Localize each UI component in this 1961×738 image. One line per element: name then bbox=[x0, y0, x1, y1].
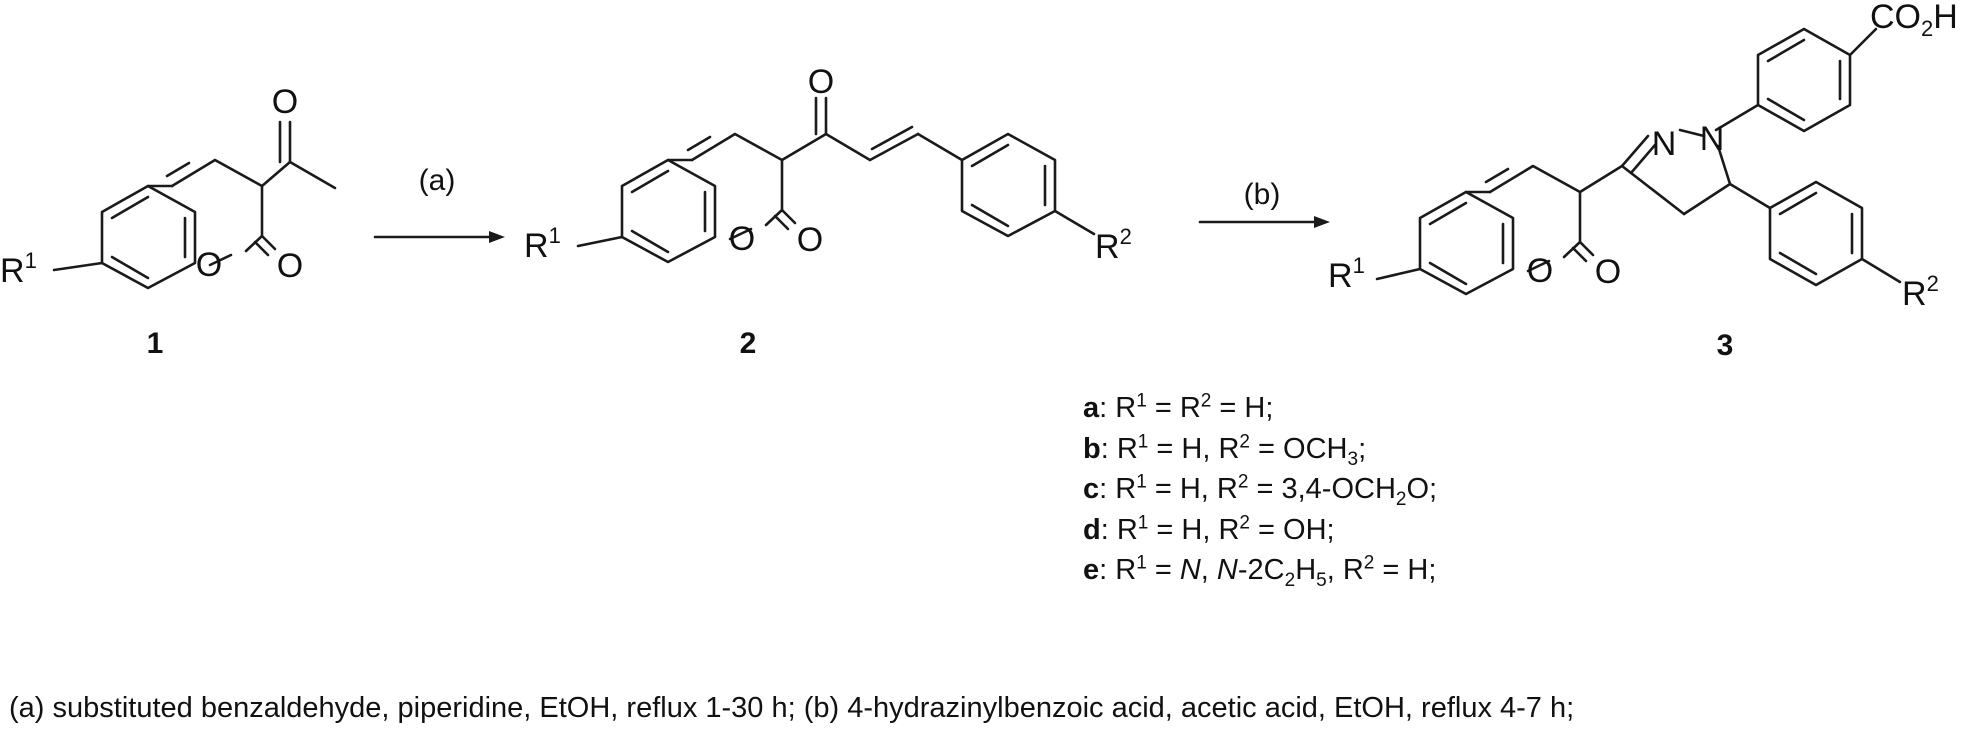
compound-2-structure: O O O R1 R2 bbox=[524, 63, 1132, 266]
ring-oxygen-label: O bbox=[729, 220, 755, 258]
r2-label: R2 bbox=[1095, 224, 1132, 266]
ketone-oxygen-label: O bbox=[808, 63, 834, 101]
carbonyl-oxygen-label: O bbox=[1595, 253, 1621, 291]
legend-row-e: e: R1 = N, N-2C2H5, R2 = H; bbox=[1083, 552, 1437, 591]
legend-key: c bbox=[1083, 473, 1100, 505]
compound-3-structure: N N O O CO2H R1 R2 bbox=[1328, 0, 1958, 313]
ring-oxygen-label: O bbox=[196, 246, 222, 284]
legend-key: d bbox=[1083, 513, 1101, 546]
legend-key: b bbox=[1083, 432, 1101, 465]
legend-row-b: b: R1 = H, R2 = OCH3; bbox=[1083, 430, 1367, 470]
step-a-label: (a) bbox=[419, 164, 456, 197]
carboxylic-acid-label: CO2H bbox=[1870, 0, 1958, 41]
pyrazoline-n2-label: N bbox=[1652, 125, 1677, 163]
compound-2-number: 2 bbox=[740, 327, 757, 360]
ring-oxygen-label: O bbox=[1527, 252, 1553, 290]
legend-row-c: c: R1 = H, R2 = 3,4-OCH2O; bbox=[1083, 471, 1438, 510]
pyrazoline-n1-label: N bbox=[1700, 120, 1725, 158]
substituent-legend: a: R1 = R2 = H; b: R1 = H, R2 = OCH3; c:… bbox=[1083, 388, 1437, 591]
step-b-label: (b) bbox=[1244, 178, 1281, 211]
arrow-a-head bbox=[489, 231, 505, 243]
legend-key: e bbox=[1083, 554, 1100, 586]
legend-row-d: d: R1 = H, R2 = OH; bbox=[1083, 511, 1335, 546]
legend-key: a bbox=[1083, 392, 1100, 424]
carbonyl-oxygen-label: O bbox=[277, 247, 303, 285]
reaction-conditions-footnote: (a) substituted benzaldehyde, piperidine… bbox=[9, 692, 1575, 724]
r1-label: R1 bbox=[0, 248, 37, 290]
r2-label: R2 bbox=[1902, 271, 1939, 313]
r1-label: R1 bbox=[524, 223, 561, 265]
compound-3-number: 3 bbox=[1717, 329, 1734, 362]
arrow-b-head bbox=[1314, 216, 1330, 228]
compound-1-structure: O O O R1 bbox=[0, 83, 337, 290]
carbonyl-oxygen-label: O bbox=[797, 221, 823, 259]
r1-label: R1 bbox=[1328, 253, 1365, 295]
compound-1-number: 1 bbox=[147, 327, 164, 360]
ketone-oxygen-label: O bbox=[272, 83, 298, 121]
legend-row-a: a: R1 = R2 = H; bbox=[1083, 390, 1274, 424]
